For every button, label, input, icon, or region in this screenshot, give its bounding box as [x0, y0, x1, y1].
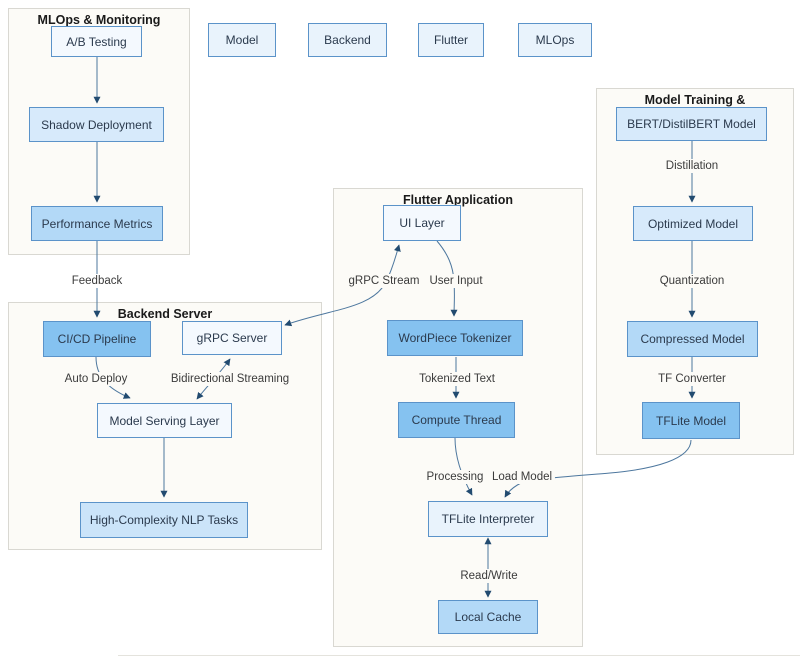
edge-label-tf-converter: TF Converter	[655, 372, 729, 386]
legend-flutter: Flutter	[418, 23, 484, 57]
node-performance-metrics-label: Performance Metrics	[41, 216, 153, 231]
node-grpc-server-label: gRPC Server	[196, 331, 268, 345]
node-ab-testing: A/B Testing	[51, 26, 142, 57]
node-optimized-model: Optimized Model	[633, 206, 753, 241]
legend-backend-label: Backend	[324, 33, 371, 47]
node-local-cache: Local Cache	[438, 600, 538, 634]
node-performance-metrics: Performance Metrics	[31, 206, 163, 241]
node-local-cache-label: Local Cache	[454, 610, 522, 624]
node-bert-model-label: BERT/DistilBERT Model	[627, 117, 756, 131]
group-title-model-training: Model Training &	[644, 93, 746, 107]
group-title-backend: Backend Server	[117, 307, 213, 321]
node-tflite-interpreter: TFLite Interpreter	[428, 501, 548, 537]
edge-label-read-write: Read/Write	[457, 569, 521, 583]
node-shadow-deployment-label: Shadow Deployment	[41, 117, 152, 132]
node-bert-distilbert-model: BERT/DistilBERT Model	[616, 107, 767, 141]
node-compressed-model: Compressed Model	[627, 321, 758, 357]
node-ab-testing-label: A/B Testing	[66, 34, 127, 49]
edge-label-grpc-stream: gRPC Stream	[345, 274, 423, 288]
node-tflite-model: TFLite Model	[642, 402, 740, 439]
node-tflite-interpreter-label: TFLite Interpreter	[441, 512, 535, 526]
node-model-serving-layer: Model Serving Layer	[97, 403, 232, 438]
node-wordpiece-tokenizer-label: WordPiece Tokenizer	[398, 331, 512, 345]
group-title-flutter: Flutter Application	[403, 193, 513, 207]
node-compressed-model-label: Compressed Model	[640, 332, 745, 346]
legend-flutter-label: Flutter	[433, 33, 468, 47]
node-tflite-model-label: TFLite Model	[655, 413, 727, 428]
group-model-training: Model Training &	[596, 88, 794, 455]
node-high-complexity-nlp-tasks: High-Complexity NLP Tasks	[80, 502, 248, 538]
node-ui-layer-label: UI Layer	[399, 216, 445, 230]
edge-label-auto-deploy: Auto Deploy	[61, 372, 131, 386]
edge-label-distillation: Distillation	[662, 159, 722, 173]
node-model-serving-layer-label: Model Serving Layer	[109, 413, 220, 428]
node-ui-layer: UI Layer	[383, 205, 461, 241]
edge-label-bidirectional-streaming: Bidirectional Streaming	[167, 372, 293, 386]
edge-label-load-model: Load Model	[488, 470, 556, 484]
node-optimized-model-label: Optimized Model	[647, 216, 739, 231]
node-cicd-pipeline: CI/CD Pipeline	[43, 321, 151, 357]
node-wordpiece-tokenizer: WordPiece Tokenizer	[387, 320, 523, 356]
legend-mlops-label: MLOps	[535, 33, 575, 47]
node-grpc-server: gRPC Server	[182, 321, 282, 355]
legend-backend: Backend	[308, 23, 387, 57]
group-title-mlops: MLOps & Monitoring	[37, 13, 161, 27]
legend-model-label: Model	[225, 33, 259, 47]
edge-label-tokenized-text: Tokenized Text	[416, 372, 498, 386]
legend-model: Model	[208, 23, 276, 57]
node-cicd-pipeline-label: CI/CD Pipeline	[57, 332, 137, 346]
node-shadow-deployment: Shadow Deployment	[29, 107, 164, 142]
legend-mlops: MLOps	[518, 23, 592, 57]
node-high-complexity-nlp-label: High-Complexity NLP Tasks	[89, 513, 239, 527]
node-compute-thread-label: Compute Thread	[411, 413, 502, 427]
edge-label-feedback: Feedback	[68, 274, 126, 288]
edge-label-processing: Processing	[423, 470, 487, 484]
edge-label-quantization: Quantization	[656, 274, 728, 288]
edge-label-user-input: User Input	[426, 274, 486, 288]
node-compute-thread: Compute Thread	[398, 402, 515, 438]
cutoff-group-border	[118, 655, 800, 656]
